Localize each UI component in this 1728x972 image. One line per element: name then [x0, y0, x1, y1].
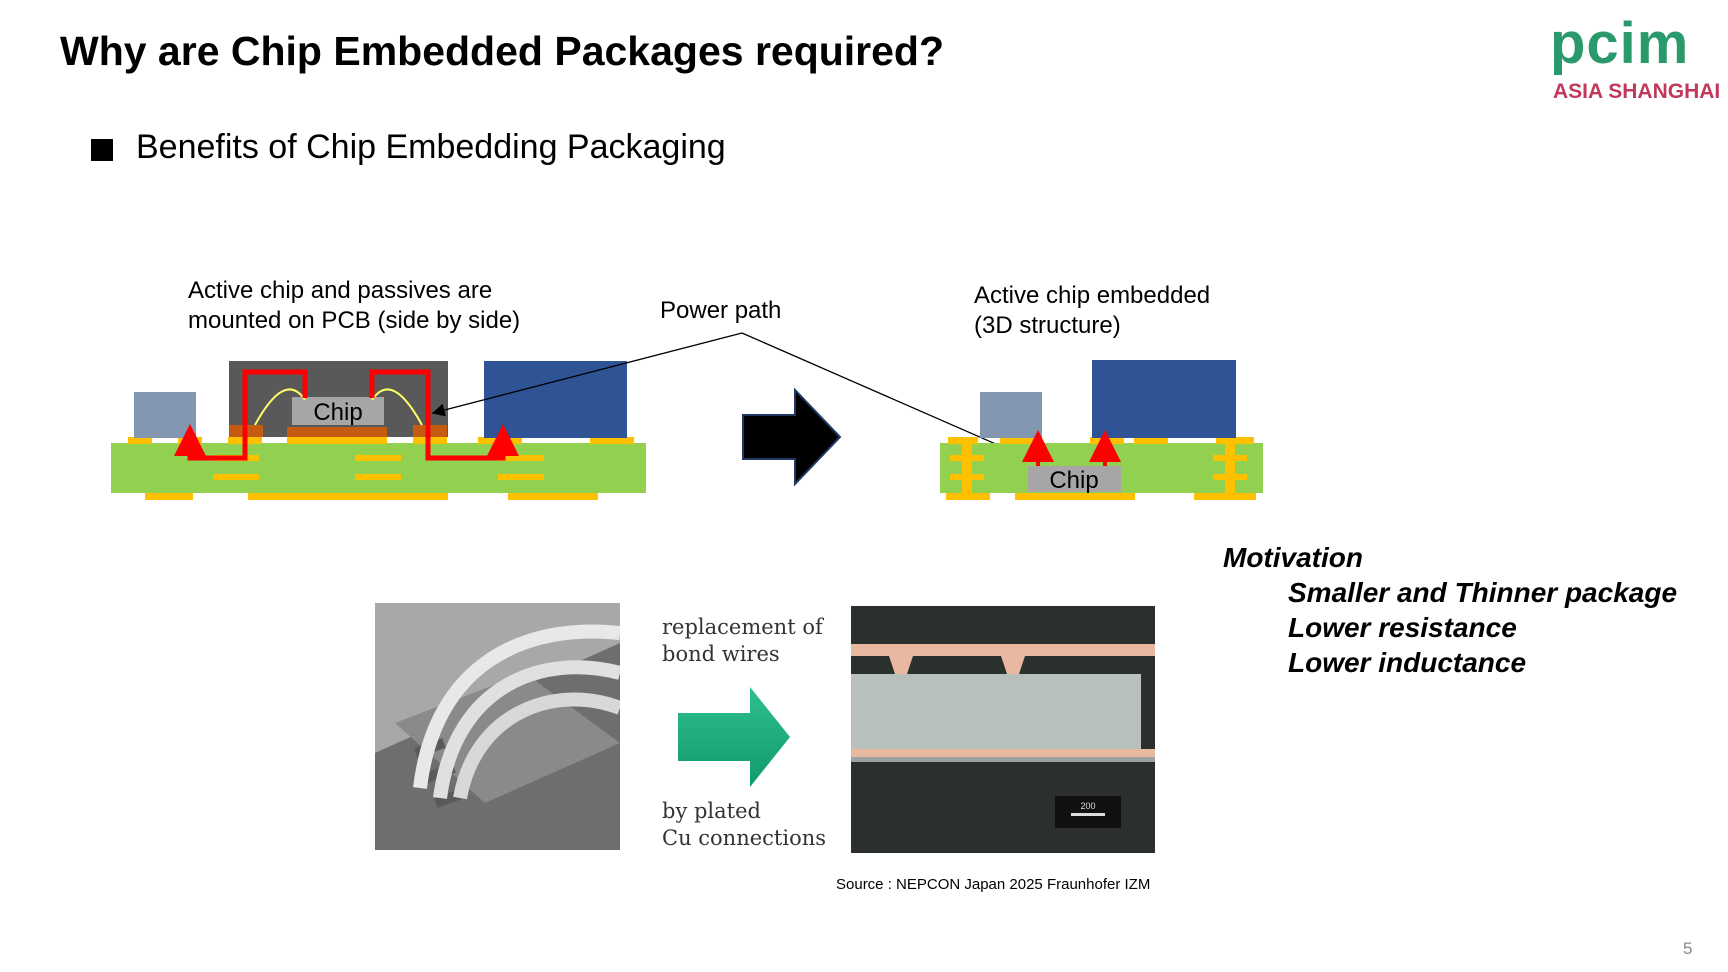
photo-text-top-line2: bond wires [662, 642, 780, 666]
motivation-item-lower-resistance: Lower resistance [1288, 612, 1517, 643]
pcim-logo-subtitle: ASIA SHANGHAI [1553, 80, 1721, 103]
large-passive-left [484, 361, 627, 438]
chip-left-label: Chip [313, 399, 362, 426]
motivation-item-lower-inductance: Lower inductance [1288, 647, 1527, 678]
photo-text-bottom-line1: by plated [662, 799, 761, 823]
photo-text-bottom: by plated Cu connections [662, 798, 826, 852]
callout-line-left [431, 332, 743, 417]
chip-left [292, 397, 384, 425]
motivation-block: Motivation Smaller and Thinner package L… [1223, 540, 1677, 680]
small-passive-right [980, 392, 1042, 438]
pcim-logo: pcim [1550, 11, 1690, 76]
left-caption-line2: mounted on PCB (side by side) [188, 307, 521, 334]
motivation-heading: Motivation [1223, 542, 1363, 573]
green-arrow-icon [678, 687, 790, 787]
power-path-label: Power path [660, 297, 782, 324]
left-caption: Active chip and passives are mounted on … [188, 276, 520, 336]
bullet-square-icon [91, 139, 113, 161]
photo-text-top-line1: replacement of [662, 615, 823, 639]
chip-right [1028, 466, 1121, 492]
embedded-package: Chip [940, 360, 1263, 500]
scale-bar-label: 200 [1080, 801, 1095, 811]
transition-arrow-icon [742, 387, 842, 487]
large-passive-right [1092, 360, 1236, 438]
right-caption-line2: (3D structure) [974, 312, 1121, 339]
right-caption: Active chip embedded (3D structure) [974, 281, 1210, 341]
slide-title: Why are Chip Embedded Packages required? [60, 28, 945, 74]
bond-wire-photo [375, 603, 620, 850]
left-caption-line1: Active chip and passives are [188, 277, 493, 304]
source-citation: Source : NEPCON Japan 2025 Fraunhofer IZ… [836, 876, 1151, 893]
right-caption-line1: Active chip embedded [974, 282, 1211, 309]
chip-right-label: Chip [1049, 467, 1098, 494]
small-passive-left [134, 392, 196, 438]
photo-text-bottom-line2: Cu connections [662, 826, 827, 850]
side-by-side-package: Chip [111, 361, 646, 500]
package-comparison-diagram: Chip Chip [111, 332, 1263, 500]
page-number: 5 [1683, 939, 1693, 958]
cu-connection-photo: 200 [851, 606, 1155, 853]
motivation-item-smaller-thinner: Smaller and Thinner package [1288, 577, 1678, 608]
bullet-text: Benefits of Chip Embedding Packaging [136, 128, 726, 166]
photo-text-top: replacement of bond wires [662, 614, 823, 668]
